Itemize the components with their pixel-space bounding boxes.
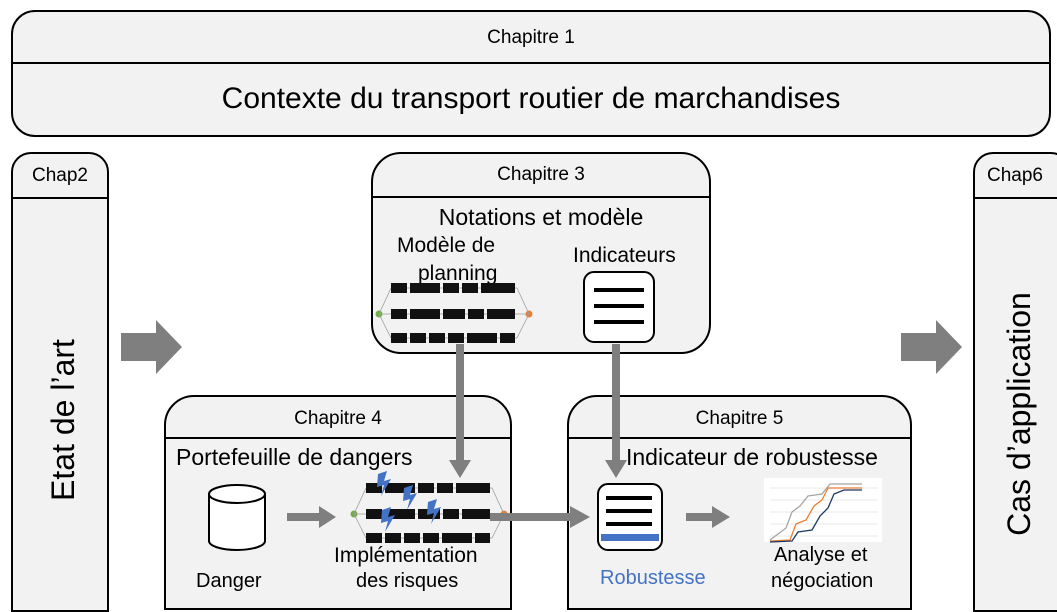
- planning-label-line1: Modèle de: [397, 234, 496, 257]
- chapter4-header-label: Chapitre 4: [294, 408, 382, 429]
- chapter2-box: Chap2 Etat de l’art: [11, 152, 109, 612]
- chapter1-title: Contexte du transport routier de marchan…: [221, 82, 841, 115]
- chapter6-box: Chap6 Cas d’application: [973, 152, 1057, 612]
- chapter3-header-label: Chapitre 3: [497, 164, 585, 185]
- analysis-label-line2: négociation: [771, 570, 874, 592]
- chapter1-box: Chapitre 1 Contexte du transport routier…: [11, 10, 1051, 137]
- lightning-icons: [377, 471, 441, 532]
- chapter3-title: Notations et modèle: [438, 204, 644, 230]
- arrow-implementation-to-robustness: [490, 506, 590, 528]
- chapter6-header: Chap6: [975, 154, 1057, 199]
- chapter5-title: Indicateur de robustesse: [626, 444, 878, 470]
- arrow-planning-to-implementation: [449, 344, 471, 478]
- chapter4-title: Portefeuille de dangers: [176, 444, 413, 470]
- chapter1-header-label: Chapitre 1: [487, 27, 575, 48]
- chapter1-header: Chapitre 1: [13, 12, 1049, 64]
- analysis-chart-icon: [764, 478, 882, 543]
- danger-label: Danger: [196, 570, 262, 592]
- chapter2-header-label: Chap2: [32, 165, 88, 186]
- chapter2-header: Chap2: [13, 154, 107, 199]
- arrow-to-chapter6: [901, 320, 962, 374]
- danger-cylinder-icon: [208, 484, 266, 551]
- chapter4-header: Chapitre 4: [166, 397, 510, 439]
- chapter6-header-label: Chap6: [987, 165, 1043, 186]
- planning-label-line2: planning: [418, 262, 498, 285]
- chapter5-header-label: Chapitre 5: [695, 408, 784, 429]
- robustness-icon: [597, 483, 663, 551]
- arrow-robustness-to-analysis: [686, 506, 730, 528]
- diagram-graphics: [121, 271, 962, 551]
- implementation-label-line1: Implémentation: [334, 544, 478, 567]
- robustness-label: Robustesse: [600, 567, 706, 589]
- indicators-icon: [583, 271, 655, 343]
- arrow-to-chapter3: [121, 320, 182, 374]
- arrow-indicators-to-robustness: [605, 344, 627, 478]
- planning-network-icon: [375, 282, 533, 344]
- implementation-label-line2: des risques: [356, 570, 459, 592]
- indicators-label: Indicateurs: [573, 244, 676, 267]
- chapter5-header: Chapitre 5: [569, 397, 910, 439]
- chapter3-header: Chapitre 3: [373, 154, 709, 198]
- arrow-danger-to-implementation: [287, 506, 336, 528]
- analysis-label-line1: Analyse et: [774, 544, 868, 566]
